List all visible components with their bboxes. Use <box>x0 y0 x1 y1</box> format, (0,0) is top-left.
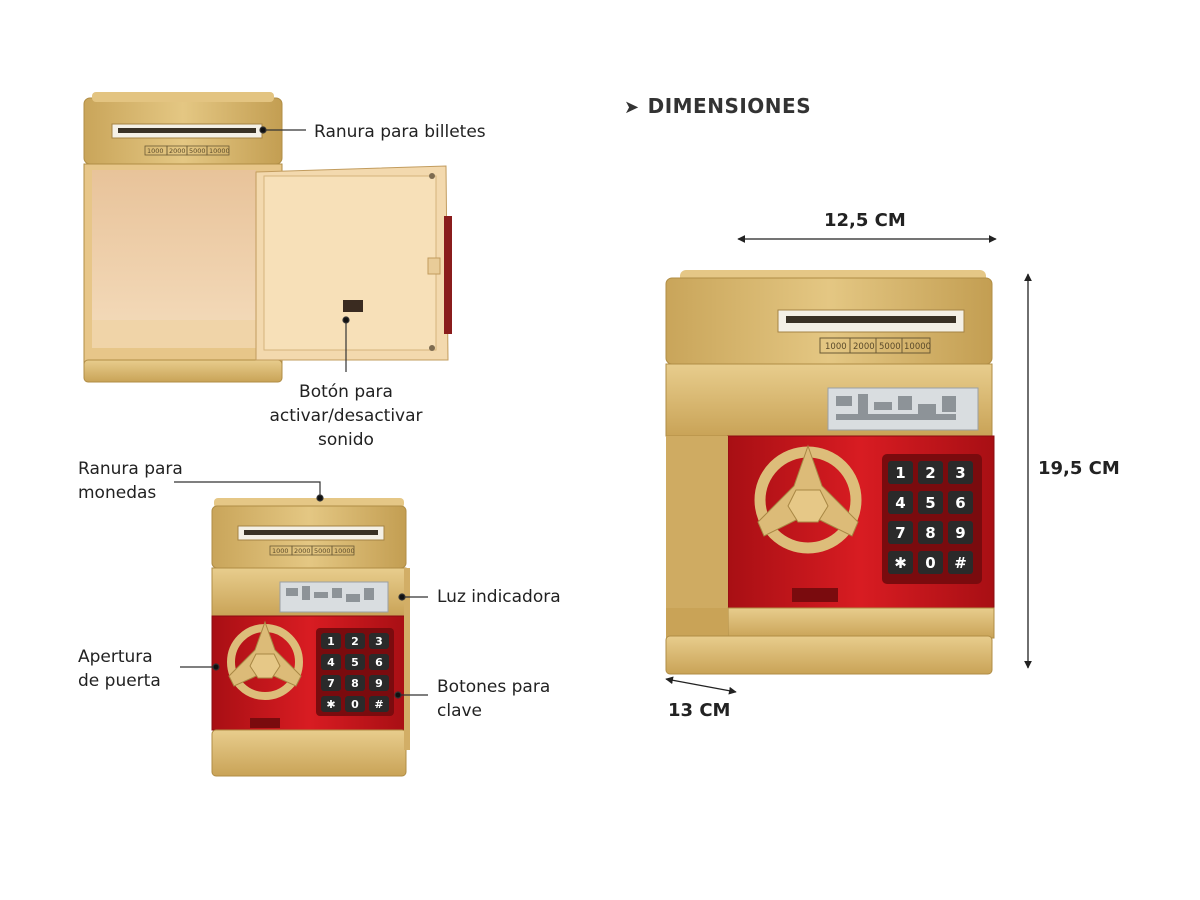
denom-2000: 2000 <box>169 147 186 155</box>
key-small-7 <box>345 675 365 691</box>
key-small-3 <box>321 654 341 670</box>
arrow-icon: ➤ <box>624 97 640 118</box>
keypad-big: 1 2 3 4 5 6 7 8 9 ✱ 0 # <box>888 461 973 574</box>
label-door-opening: Apertura de puerta <box>78 645 161 693</box>
key-big-5 <box>948 491 973 514</box>
label-key-buttons: Botones para clave <box>437 675 550 723</box>
denom-10000-c: 10000 <box>904 342 931 352</box>
key-small-0 <box>321 633 341 649</box>
key-small-1 <box>345 633 365 649</box>
key-big-4 <box>918 491 943 514</box>
key-label-big-4: 5 <box>925 494 935 512</box>
key-label-big-9: ✱ <box>894 554 907 572</box>
key-small-4 <box>345 654 365 670</box>
label-door-line-1: Apertura <box>78 647 153 667</box>
closed-safe-image: 1000 2000 5000 10000 <box>211 498 410 777</box>
key-label-big-11: # <box>954 554 967 572</box>
label-bill-slot: Ranura para billetes <box>314 122 486 142</box>
bill-denominations-top: 1000 2000 5000 10000 <box>144 145 230 156</box>
key-big-10 <box>918 551 943 574</box>
label-coin-line-1: Ranura para <box>78 459 183 479</box>
key-label-big-6: 7 <box>895 524 905 542</box>
dimensions-heading: ➤ DIMENSIONES <box>624 94 811 118</box>
door-dot <box>212 663 220 671</box>
dimension-width: 12,5 CM <box>824 210 906 231</box>
key-label-big-0: 1 <box>895 464 905 482</box>
denom-5000: 5000 <box>189 147 206 155</box>
label-indicator-light: Luz indicadora <box>437 587 561 607</box>
coin-slot-leader <box>174 481 321 496</box>
key-big-2 <box>948 461 973 484</box>
key-big-3 <box>888 491 913 514</box>
denom-5000-c: 5000 <box>879 342 901 352</box>
label-keys-line-2: clave <box>437 701 483 721</box>
key-small-6 <box>321 675 341 691</box>
key-big-11 <box>948 551 973 574</box>
key-big-8 <box>948 521 973 544</box>
key-big-6 <box>888 521 913 544</box>
key-big-7 <box>918 521 943 544</box>
open-safe-image: 1000 2000 5000 10000 <box>83 92 452 383</box>
key-label-big-10: 0 <box>925 554 935 572</box>
denom-10000: 10000 <box>209 147 230 155</box>
denom-1000: 1000 <box>147 147 164 155</box>
label-sound-button: Botón para activar/desactivar sonido <box>256 380 436 452</box>
sound-button-dot <box>342 316 350 324</box>
label-sound-line-2: activar/desactivar <box>269 406 423 426</box>
key-small-10 <box>345 696 365 712</box>
coin-slot-dot <box>316 494 324 502</box>
label-keys-line-1: Botones para <box>437 677 551 697</box>
denom-1000-c: 1000 <box>825 342 847 352</box>
key-small-2 <box>369 633 389 649</box>
key-label-big-7: 8 <box>925 524 935 542</box>
key-label-small-10: 0 <box>351 698 359 711</box>
key-small-9 <box>321 696 341 712</box>
key-label-big-1: 2 <box>925 464 935 482</box>
key-label-small-1: 2 <box>351 635 359 648</box>
dimensions-title: DIMENSIONES <box>647 94 812 118</box>
denom-10000-b: 10000 <box>334 547 355 555</box>
key-label-small-3: 4 <box>327 656 335 669</box>
key-label-small-8: 9 <box>375 677 383 690</box>
key-label-big-5: 6 <box>955 494 965 512</box>
key-small-5 <box>369 654 389 670</box>
denom-2000-c: 2000 <box>853 342 875 352</box>
indicator-dot <box>398 593 406 601</box>
key-label-small-7: 8 <box>351 677 359 690</box>
key-label-big-8: 9 <box>955 524 965 542</box>
denom-1000-b: 1000 <box>272 547 289 555</box>
key-label-small-6: 7 <box>327 677 335 690</box>
denom-2000-b: 2000 <box>294 547 311 555</box>
key-label-small-11: # <box>374 698 383 711</box>
key-big-0 <box>888 461 913 484</box>
key-big-9 <box>888 551 913 574</box>
dimension-depth: 13 CM <box>668 700 731 721</box>
key-label-small-9: ✱ <box>326 698 335 711</box>
bill-slot-dot <box>259 126 267 134</box>
key-big-1 <box>918 461 943 484</box>
key-small-8 <box>369 675 389 691</box>
key-label-small-2: 3 <box>375 635 383 648</box>
label-sound-line-1: Botón para <box>299 382 393 402</box>
key-label-big-2: 3 <box>955 464 965 482</box>
callout-lines <box>174 126 428 699</box>
key-label-small-4: 5 <box>351 656 359 669</box>
big-safe-image: 1000 2000 5000 10000 <box>665 270 995 675</box>
keys-dot <box>394 691 402 699</box>
label-sound-line-3: sonido <box>318 430 374 450</box>
key-label-small-0: 1 <box>327 635 335 648</box>
depth-arrow <box>665 676 737 695</box>
keypad-small: 1 2 3 4 5 6 7 8 9 ✱ 0 # <box>321 633 389 712</box>
key-small-11 <box>369 696 389 712</box>
denom-5000-b: 5000 <box>314 547 331 555</box>
key-label-small-5: 6 <box>375 656 383 669</box>
dimension-height: 19,5 CM <box>1038 458 1120 479</box>
label-coin-slot: Ranura para monedas <box>78 457 183 505</box>
label-door-line-2: de puerta <box>78 671 161 691</box>
label-coin-line-2: monedas <box>78 483 157 503</box>
key-label-big-3: 4 <box>895 494 905 512</box>
